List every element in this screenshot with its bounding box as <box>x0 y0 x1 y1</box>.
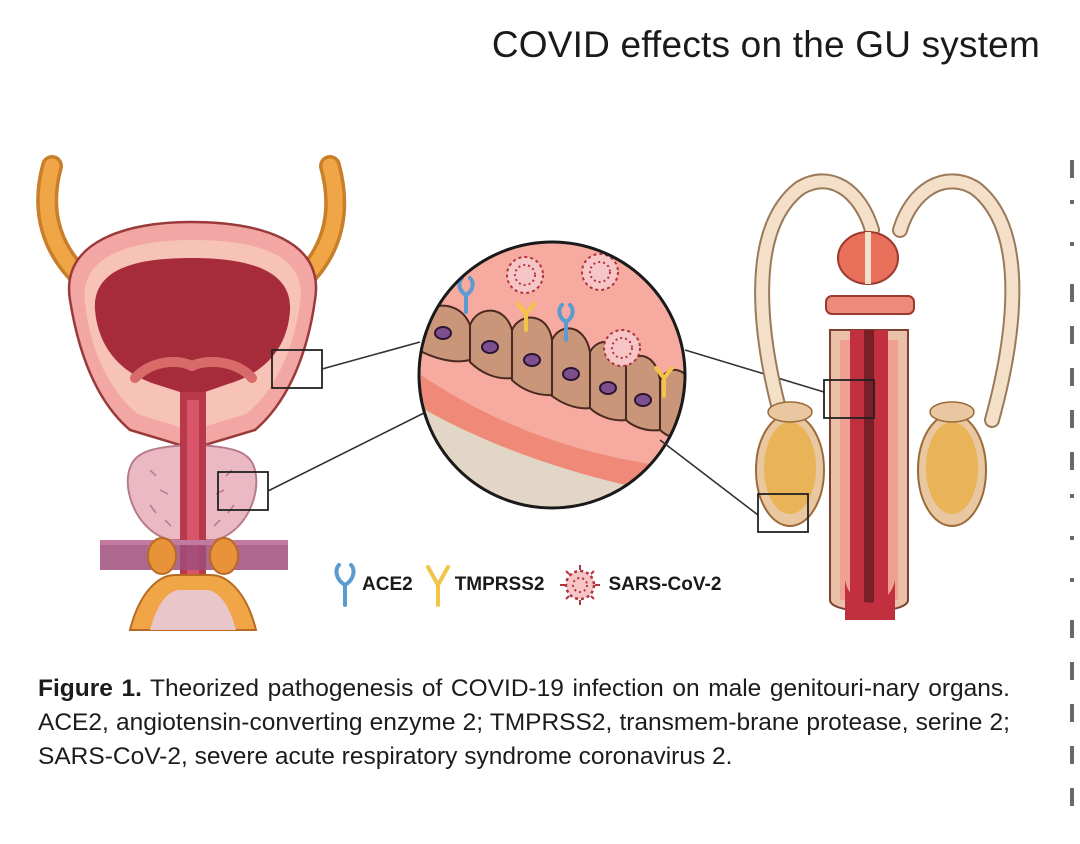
figure-caption: Figure 1. Theorized pathogenesis of COVI… <box>38 672 1010 774</box>
tmprss2-receptor-icon <box>425 565 450 607</box>
cell-nuclei <box>434 326 652 407</box>
legend-item-tmprss2: TMPRSS2 <box>423 563 551 607</box>
magnification-circle <box>417 240 687 510</box>
figure-1-illustration <box>0 150 1080 635</box>
left-testis <box>755 401 825 527</box>
cellular-magnification-view <box>419 242 685 508</box>
zoom-box-testis <box>757 493 809 533</box>
ace2-receptor-icon <box>334 563 356 607</box>
running-title: COVID effects on the GU system <box>491 24 1040 65</box>
cropped-adjacent-column <box>1062 160 1080 830</box>
legend-item-ace2: ACE2 <box>330 563 419 607</box>
penis-testes-illustration <box>754 173 1021 620</box>
ace2-receptors <box>457 276 575 342</box>
figure-label: Figure 1. <box>38 675 142 702</box>
virus-icon <box>560 565 601 605</box>
legend-label-ace2: ACE2 <box>362 574 413 595</box>
legend-item-sars-cov-2: SARS-CoV-2 <box>554 563 727 607</box>
sars-cov-2-particles <box>506 253 641 367</box>
tmprss2-receptors <box>516 302 674 398</box>
bladder-prostate-illustration <box>36 155 347 631</box>
zoom-box-penis <box>823 379 875 419</box>
figure-legend: ACE2 TMPRSS2 SARS-CoV-2 <box>330 560 727 610</box>
caption-text: Theorized pathogenesis of COVID-19 infec… <box>38 675 1010 770</box>
legend-label-tmprss2: TMPRSS2 <box>454 574 545 595</box>
legend-label-sars-cov-2: SARS-CoV-2 <box>608 574 722 595</box>
right-testis <box>917 401 987 527</box>
bladder-lumen <box>94 258 291 392</box>
